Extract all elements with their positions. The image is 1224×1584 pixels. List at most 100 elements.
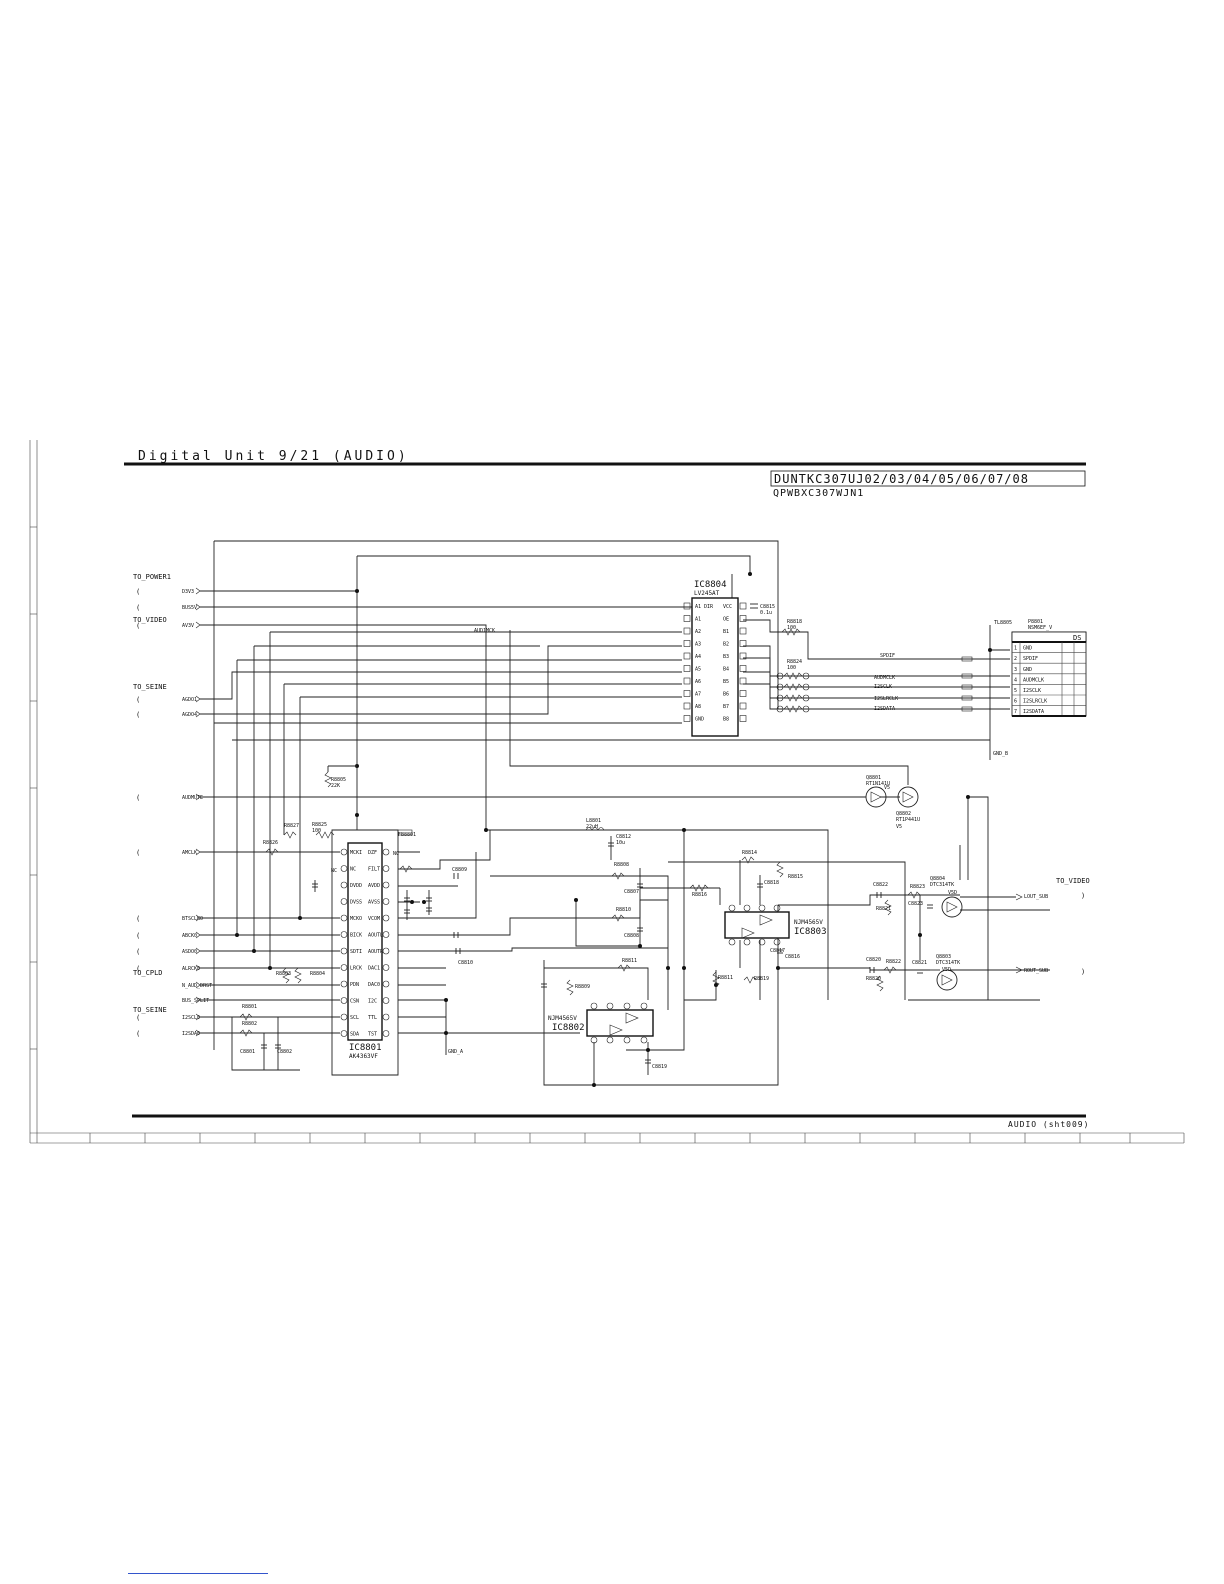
ic8804-pin-right-label: B5 (723, 679, 729, 685)
ic8804-pin-left-label: A4 (695, 654, 701, 660)
ic8804-pin-right-label: B7 (723, 704, 729, 710)
left-signal-label: AUDMUTE (182, 795, 203, 801)
p8801-row-label: GND (1023, 646, 1032, 652)
out1-paren: ) (1081, 892, 1085, 900)
ic8801-pin-left (340, 931, 348, 938)
ic8801-pin-right (382, 1013, 390, 1021)
ic8801-pin-left-label: LRCK (350, 966, 362, 972)
c8815-ref: C8815 (760, 604, 775, 610)
connector-paren: ( (136, 932, 140, 940)
left-connector-labels: TO_POWER1 TO_VIDEO TO_SEINE TO_CPLD TO_S… (133, 573, 171, 1014)
r8809-ref: R8809 (575, 984, 590, 990)
ic8801-pin-left (340, 914, 348, 922)
rout-sub: ROUT_SUB (1024, 968, 1048, 974)
transistor-symbol (941, 974, 953, 986)
connector-paren: ( (136, 849, 140, 857)
ic8804-pin-right (739, 627, 747, 635)
connector-paren: ( (136, 1014, 140, 1022)
p8801-row-num: 5 (1014, 688, 1017, 694)
transistor-ref: Q8804 (930, 876, 945, 882)
ic8801-pin-left (340, 1013, 348, 1021)
r8803-ref: R8803 (276, 971, 291, 977)
c8820-ref: C8820 (866, 957, 881, 963)
p8801-part: NSM6EF_V (1028, 625, 1052, 631)
ic8803-part: NJM4565V (794, 919, 823, 926)
r8814-ref: R8814 (742, 850, 757, 856)
ic8804-pin-right (739, 640, 747, 647)
c8812-ref: C8812 (616, 834, 631, 840)
transistor-ref: Q8801 (866, 775, 881, 781)
junction-dots (235, 572, 992, 1087)
r8825-val: 100 (312, 828, 321, 834)
left-signal-label: N_AUD_DRST (182, 983, 212, 989)
ic8801-pin-left-label: SCL (350, 1015, 359, 1021)
transistor-body (936, 969, 958, 991)
c8816-ref: C8816 (785, 954, 800, 960)
frame-ticks-left (30, 526, 37, 1050)
c8809-ref: C8809 (452, 867, 467, 873)
ic8804-pin-left (683, 615, 691, 622)
c8821-ref: C8821 (912, 960, 927, 966)
ic8804-pin-right-label: OE (723, 617, 729, 623)
left-signal-label: BUS5V (182, 605, 197, 611)
ic8801-pin-right-label: DAC1 (368, 966, 380, 972)
r8805-val: 22K (331, 783, 340, 789)
ic8804-pin-right (739, 652, 747, 660)
ic8801-pin-left (340, 997, 348, 1004)
left-signal-label: AGDO4 (182, 712, 197, 718)
footer-link-underline[interactable] (128, 1573, 268, 1574)
ic8801-pin-right-label: AOUTR (368, 949, 384, 955)
p8801-row-num: 3 (1014, 667, 1017, 673)
left-signal-label: BUS_SPLIT (182, 998, 209, 1004)
c8807b-ref: C8822 (873, 882, 888, 888)
to-power-label: TO_POWER1 (133, 573, 171, 581)
transistor-symbol (870, 791, 882, 803)
r8813-ref: R8811 (718, 975, 733, 981)
p8801-row-num: 2 (1014, 656, 1017, 662)
c8817-ref: C8817 (770, 948, 785, 954)
r8816-ref: R8816 (692, 892, 707, 898)
connector-paren: ( (136, 622, 140, 630)
r8802-ref: R8802 (242, 1021, 257, 1027)
p8801-row-label: I2SLRCLK (1023, 699, 1047, 705)
r8826-ref: R8826 (263, 840, 278, 846)
c8823-ref: C8823 (908, 901, 923, 907)
right-outputs: TO_VIDEO ) ) LOUT_SUB ROUT_SUB (955, 877, 1090, 976)
signal-arrow (195, 587, 201, 595)
sheet-ref: AUDIO (sht009) (1008, 1120, 1089, 1129)
ic8801-pin-left (340, 980, 348, 988)
ic8801-pin-right (382, 865, 390, 872)
ic8801-pin-right (382, 898, 390, 905)
transistors: Q8801RT1N141UV5Q8802RT1P441UV5Q8804DTC31… (865, 775, 963, 991)
ic8804-pin-right (739, 702, 747, 710)
out2-paren: ) (1081, 968, 1085, 976)
transistor-part: RT1N141U (866, 781, 890, 787)
l8801-ref: L8801 (586, 818, 601, 824)
to-cpld-label: TO_CPLD (133, 969, 163, 977)
left-signal-label: I2SCL0 (182, 1015, 200, 1021)
p8801-row-label: SPDIF (1023, 656, 1038, 662)
nc-label-2: NC (393, 851, 399, 857)
c8818-ref: C8818 (764, 880, 779, 886)
transistor-body (865, 786, 887, 808)
ic8801-pin-left-label: MCKO (350, 916, 362, 922)
connector-paren: ( (136, 696, 140, 704)
p8801-row-num: 4 (1014, 677, 1017, 683)
ic8801-pin-left (340, 1030, 348, 1037)
net-gnd-a: GND_A (448, 1049, 463, 1055)
part-number: DUNTKC307UJ02/03/04/05/06/07/08 (774, 472, 1029, 486)
r8825-ref: R8825 (312, 822, 327, 828)
r8820-ref: R8820 (866, 976, 881, 982)
ic8801-pin-right (382, 931, 390, 938)
to-seine-label-1: TO_SEINE (133, 683, 167, 691)
transistor-body (897, 786, 919, 808)
ic8801-pin-left-label: SDTI (350, 949, 362, 955)
p8801-code: DS (1073, 634, 1081, 642)
ic8801-pin-right (382, 964, 390, 971)
ic8804-pin-left (683, 677, 691, 685)
c8801-ref: C8801 (240, 1049, 255, 1055)
ic8801-pin-left (340, 964, 348, 971)
ic8804-pin-left-label: A7 (695, 692, 701, 698)
